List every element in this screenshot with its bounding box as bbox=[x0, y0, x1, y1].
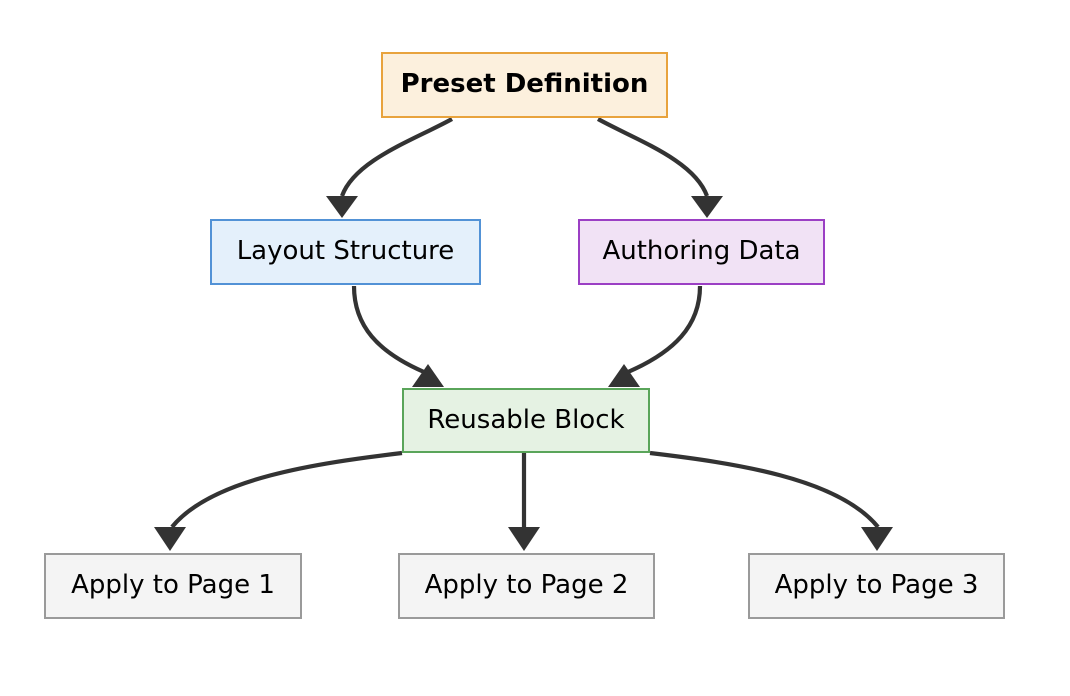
edge-preset-to-layout bbox=[340, 117, 454, 197]
node-layout-structure[interactable]: Layout Structure bbox=[210, 219, 481, 285]
edge-block-to-page1 bbox=[170, 450, 403, 529]
node-apply-page-2-label: Apply to Page 2 bbox=[424, 570, 629, 601]
node-reusable-block-label: Reusable Block bbox=[427, 404, 625, 435]
edge-block-to-page1-arrowhead bbox=[154, 527, 186, 551]
node-layout-structure-label: Layout Structure bbox=[236, 236, 455, 267]
edge-block-to-page2-arrowhead bbox=[508, 527, 540, 551]
node-apply-page-1-label: Apply to Page 1 bbox=[71, 570, 275, 601]
node-preset-definition[interactable]: Preset Definition bbox=[381, 52, 668, 118]
edge-block-to-page3 bbox=[649, 450, 880, 529]
edge-authoring-to-block bbox=[627, 285, 703, 374]
edge-layout-to-block bbox=[351, 285, 425, 374]
edge-block-to-page3-arrowhead bbox=[861, 527, 893, 551]
node-apply-page-1[interactable]: Apply to Page 1 bbox=[44, 553, 302, 619]
edge-preset-to-authoring-arrowhead bbox=[691, 196, 723, 218]
node-preset-definition-label: Preset Definition bbox=[400, 69, 649, 100]
edge-preset-to-authoring bbox=[596, 117, 709, 197]
node-authoring-data[interactable]: Authoring Data bbox=[578, 219, 825, 285]
node-apply-page-3-label: Apply to Page 3 bbox=[774, 570, 979, 601]
node-reusable-block[interactable]: Reusable Block bbox=[402, 388, 650, 453]
edge-layout-to-block-arrowhead bbox=[412, 364, 444, 387]
node-authoring-data-label: Authoring Data bbox=[602, 236, 801, 267]
edge-authoring-to-block-arrowhead bbox=[608, 364, 640, 387]
node-apply-page-2[interactable]: Apply to Page 2 bbox=[398, 553, 655, 619]
node-apply-page-3[interactable]: Apply to Page 3 bbox=[748, 553, 1005, 619]
edge-preset-to-layout-arrowhead bbox=[326, 196, 358, 218]
